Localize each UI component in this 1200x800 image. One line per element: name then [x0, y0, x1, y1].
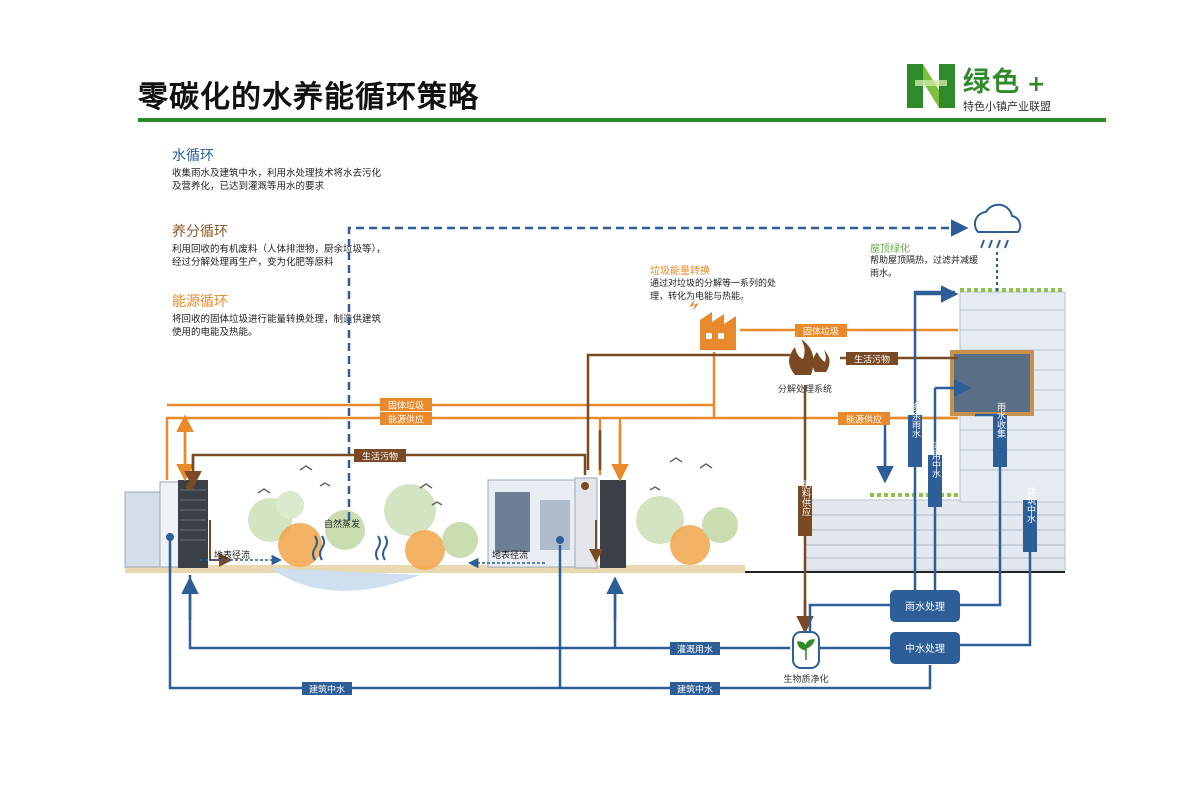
- label-rainwater-storage: 雨水收集: [995, 402, 1006, 439]
- evaporation-wave-icon: [312, 535, 388, 561]
- page-title: 零碳化的水养能循环策略: [138, 80, 479, 115]
- brand-logo: 绿色+ 特色小镇产业联盟: [905, 60, 1095, 120]
- title-divider: [138, 118, 1106, 122]
- label-domestic-waste-1: 生活污物: [362, 451, 398, 463]
- label-reclaimed-water: 回用中水: [930, 442, 941, 478]
- junction-dots: [166, 533, 564, 544]
- legend-energy-title: 能源循环: [172, 294, 228, 310]
- label-fertilizer-supply: 肥料供应: [800, 480, 811, 517]
- evaporation-dashed-path: [347, 219, 969, 520]
- label-decomposition-system: 分解处理系统: [778, 383, 832, 395]
- energy-conversion-title: 垃圾能量转换: [650, 266, 710, 277]
- legend-water-title: 水循环: [172, 148, 214, 164]
- label-building-greywater-2: 建筑中水: [677, 684, 713, 696]
- label-solid-waste-1: 固体垃圾: [388, 400, 424, 412]
- label-natural-evaporation: 自然蒸发: [324, 518, 360, 530]
- birds: [257, 457, 713, 506]
- label-energy-supply-2: 能源供应: [846, 414, 882, 426]
- logo-mark-icon: [907, 64, 955, 108]
- left-buildings: [124, 477, 626, 569]
- legend-water-text: 收集雨水及建筑中水，利用水处理技术将水去污化及营养化，已达到灌溉等用水的要求: [172, 168, 382, 192]
- label-solid-waste-2: 固体垃圾: [803, 326, 839, 338]
- logo-plus: +: [1027, 72, 1048, 97]
- label-building-greywater-1: 建筑中水: [309, 684, 345, 696]
- ground-scene: [125, 565, 1065, 591]
- label-surface-runoff-1: 地表径流: [214, 549, 250, 561]
- label-rainwater-treatment: 雨水处理: [905, 601, 945, 613]
- label-biological-purification: 生物质净化: [783, 673, 828, 685]
- legend-energy-cycle: 能源循环 将回收的固体垃圾进行能量转换处理，制造供建筑使用的电能及热能。: [172, 294, 387, 339]
- energy-conversion-text: 通过对垃圾的分解等一系列的处理，转化为电能与热能。: [650, 279, 777, 302]
- rainwater-tank: [950, 350, 1034, 416]
- decomposition-flame-icon: [789, 339, 830, 375]
- line-labels: 固体垃圾 能源供应 固体垃圾 能源供应 生活污物 生活污物 分解处理系统 肥料供…: [214, 324, 1037, 696]
- legend-energy-text: 将回收的固体垃圾进行能量转换处理，制造供建筑使用的电能及热能。: [172, 314, 382, 338]
- legend-nutrient-title: 养分循环: [172, 224, 228, 240]
- pond: [270, 568, 420, 591]
- legend-nutrient-cycle: 养分循环 利用回收的有机废料（人体排泄物，厨余垃圾等），经过分解处理再生产，变为…: [172, 224, 387, 269]
- label-building-greywater-v: 建筑中水: [1025, 486, 1036, 523]
- cloud-rain-icon: [973, 203, 1022, 249]
- label-excess-rainwater: 多余雨水: [910, 401, 921, 438]
- greywater-treatment-box: 中水处理: [890, 632, 960, 664]
- plant-purification-icon: [792, 631, 820, 669]
- legend-water-cycle: 水循环 收集雨水及建筑中水，利用水处理技术将水去污化及营养化，已达到灌溉等用水的…: [172, 148, 387, 193]
- legend-nutrient-text: 利用回收的有机废料（人体排泄物，厨余垃圾等），经过分解处理再生产，变为化肥等原料: [172, 244, 386, 268]
- factory-icon: [689, 299, 736, 350]
- rainwater-treatment-box: 雨水处理: [890, 590, 960, 622]
- trees: [248, 484, 738, 570]
- logo-subtitle: 特色小镇产业联盟: [963, 100, 1051, 113]
- roof-greening-text: 帮助屋顶隔热，过滤并减缓雨水。: [870, 256, 979, 279]
- label-irrigation-water: 灌溉用水: [677, 644, 713, 656]
- label-surface-runoff-2: 地表径流: [492, 549, 528, 561]
- logo-name: 绿色+: [963, 67, 1048, 98]
- label-energy-supply-1: 能源供应: [388, 414, 424, 426]
- label-domestic-waste-2: 生活污物: [854, 354, 890, 366]
- roof-greening-title: 屋顶绿化: [870, 244, 910, 255]
- label-greywater-treatment: 中水处理: [905, 642, 945, 655]
